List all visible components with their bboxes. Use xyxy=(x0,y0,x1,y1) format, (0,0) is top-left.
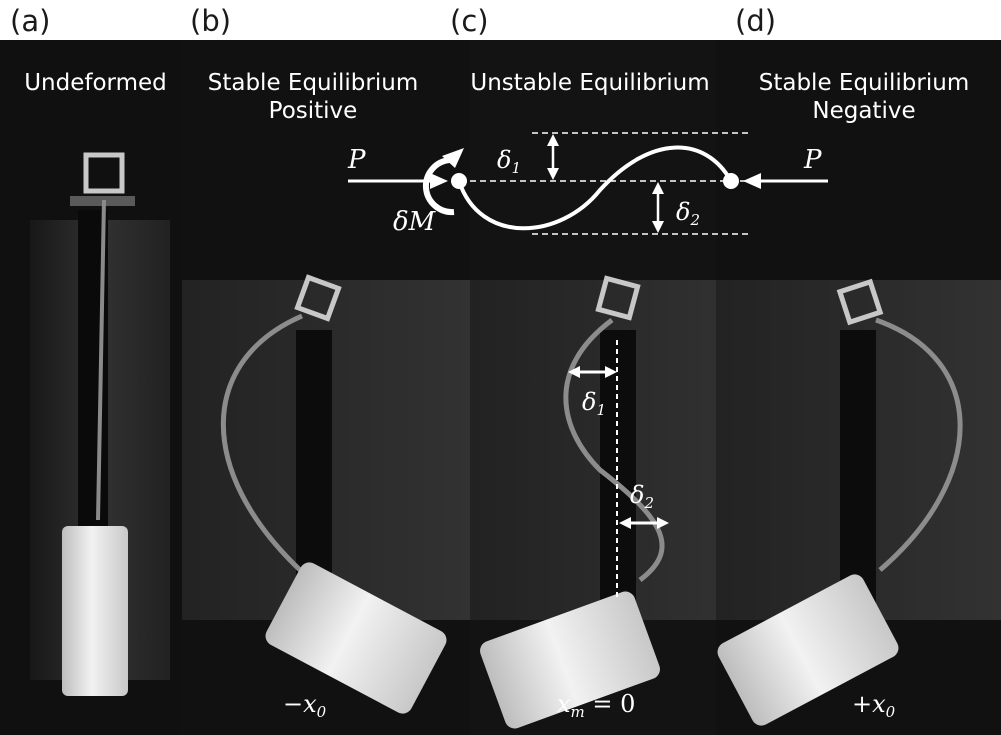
moment-label: δM xyxy=(393,207,437,237)
position-label-d: +x0 xyxy=(852,690,896,721)
caption-a: Undeformed xyxy=(24,70,167,96)
position-label-b: −x0 xyxy=(283,690,327,721)
schematic-diagram xyxy=(348,132,828,235)
panel-label-c: (c) xyxy=(450,4,489,38)
photo-delta1-label: δ1 xyxy=(582,388,606,419)
cylinder-b xyxy=(265,562,447,714)
caption-d: Stable Equilibrium Negative xyxy=(758,70,970,124)
schematic-left-pin xyxy=(451,173,467,189)
cylinder-c xyxy=(480,591,660,729)
photo-scene: P P δM δ1 δ2 δ1 δ2 −x0 xm = 0 +x0 xyxy=(30,132,1001,729)
caption-b: Stable Equilibrium Positive xyxy=(207,70,419,124)
clamp-c xyxy=(595,275,641,321)
delta1-label: δ1 xyxy=(497,146,521,177)
wall-c xyxy=(470,280,716,620)
rod-c xyxy=(563,317,665,582)
delta2-label: δ2 xyxy=(676,198,700,229)
rod-a xyxy=(96,199,106,521)
photo-delta2-label: δ2 xyxy=(630,481,654,512)
panel-label-b: (b) xyxy=(190,4,232,38)
clamp-a xyxy=(83,152,125,194)
cylinder-a xyxy=(62,526,128,696)
position-label-c: xm = 0 xyxy=(557,690,635,721)
cylinder-d xyxy=(717,574,899,726)
force-label-right: P xyxy=(803,145,822,175)
schematic-right-pin xyxy=(723,173,739,189)
caption-c: Unstable Equilibrium xyxy=(470,70,710,96)
schematic-beam xyxy=(457,145,733,231)
delta1-arrow-photo xyxy=(568,366,617,378)
photo-composite: P P δM δ1 δ2 δ1 δ2 −x0 xm = 0 +x0 Undefo… xyxy=(0,40,1001,735)
rod-d xyxy=(875,317,963,572)
clamp-b xyxy=(294,274,342,322)
clamp-d xyxy=(836,278,884,326)
force-label-left: P xyxy=(347,145,366,175)
moment-arc xyxy=(423,157,455,216)
rod-b xyxy=(220,313,303,572)
delta2-arrow-photo xyxy=(619,517,669,529)
panel-label-a: (a) xyxy=(10,4,51,38)
panel-label-d: (d) xyxy=(735,4,777,38)
